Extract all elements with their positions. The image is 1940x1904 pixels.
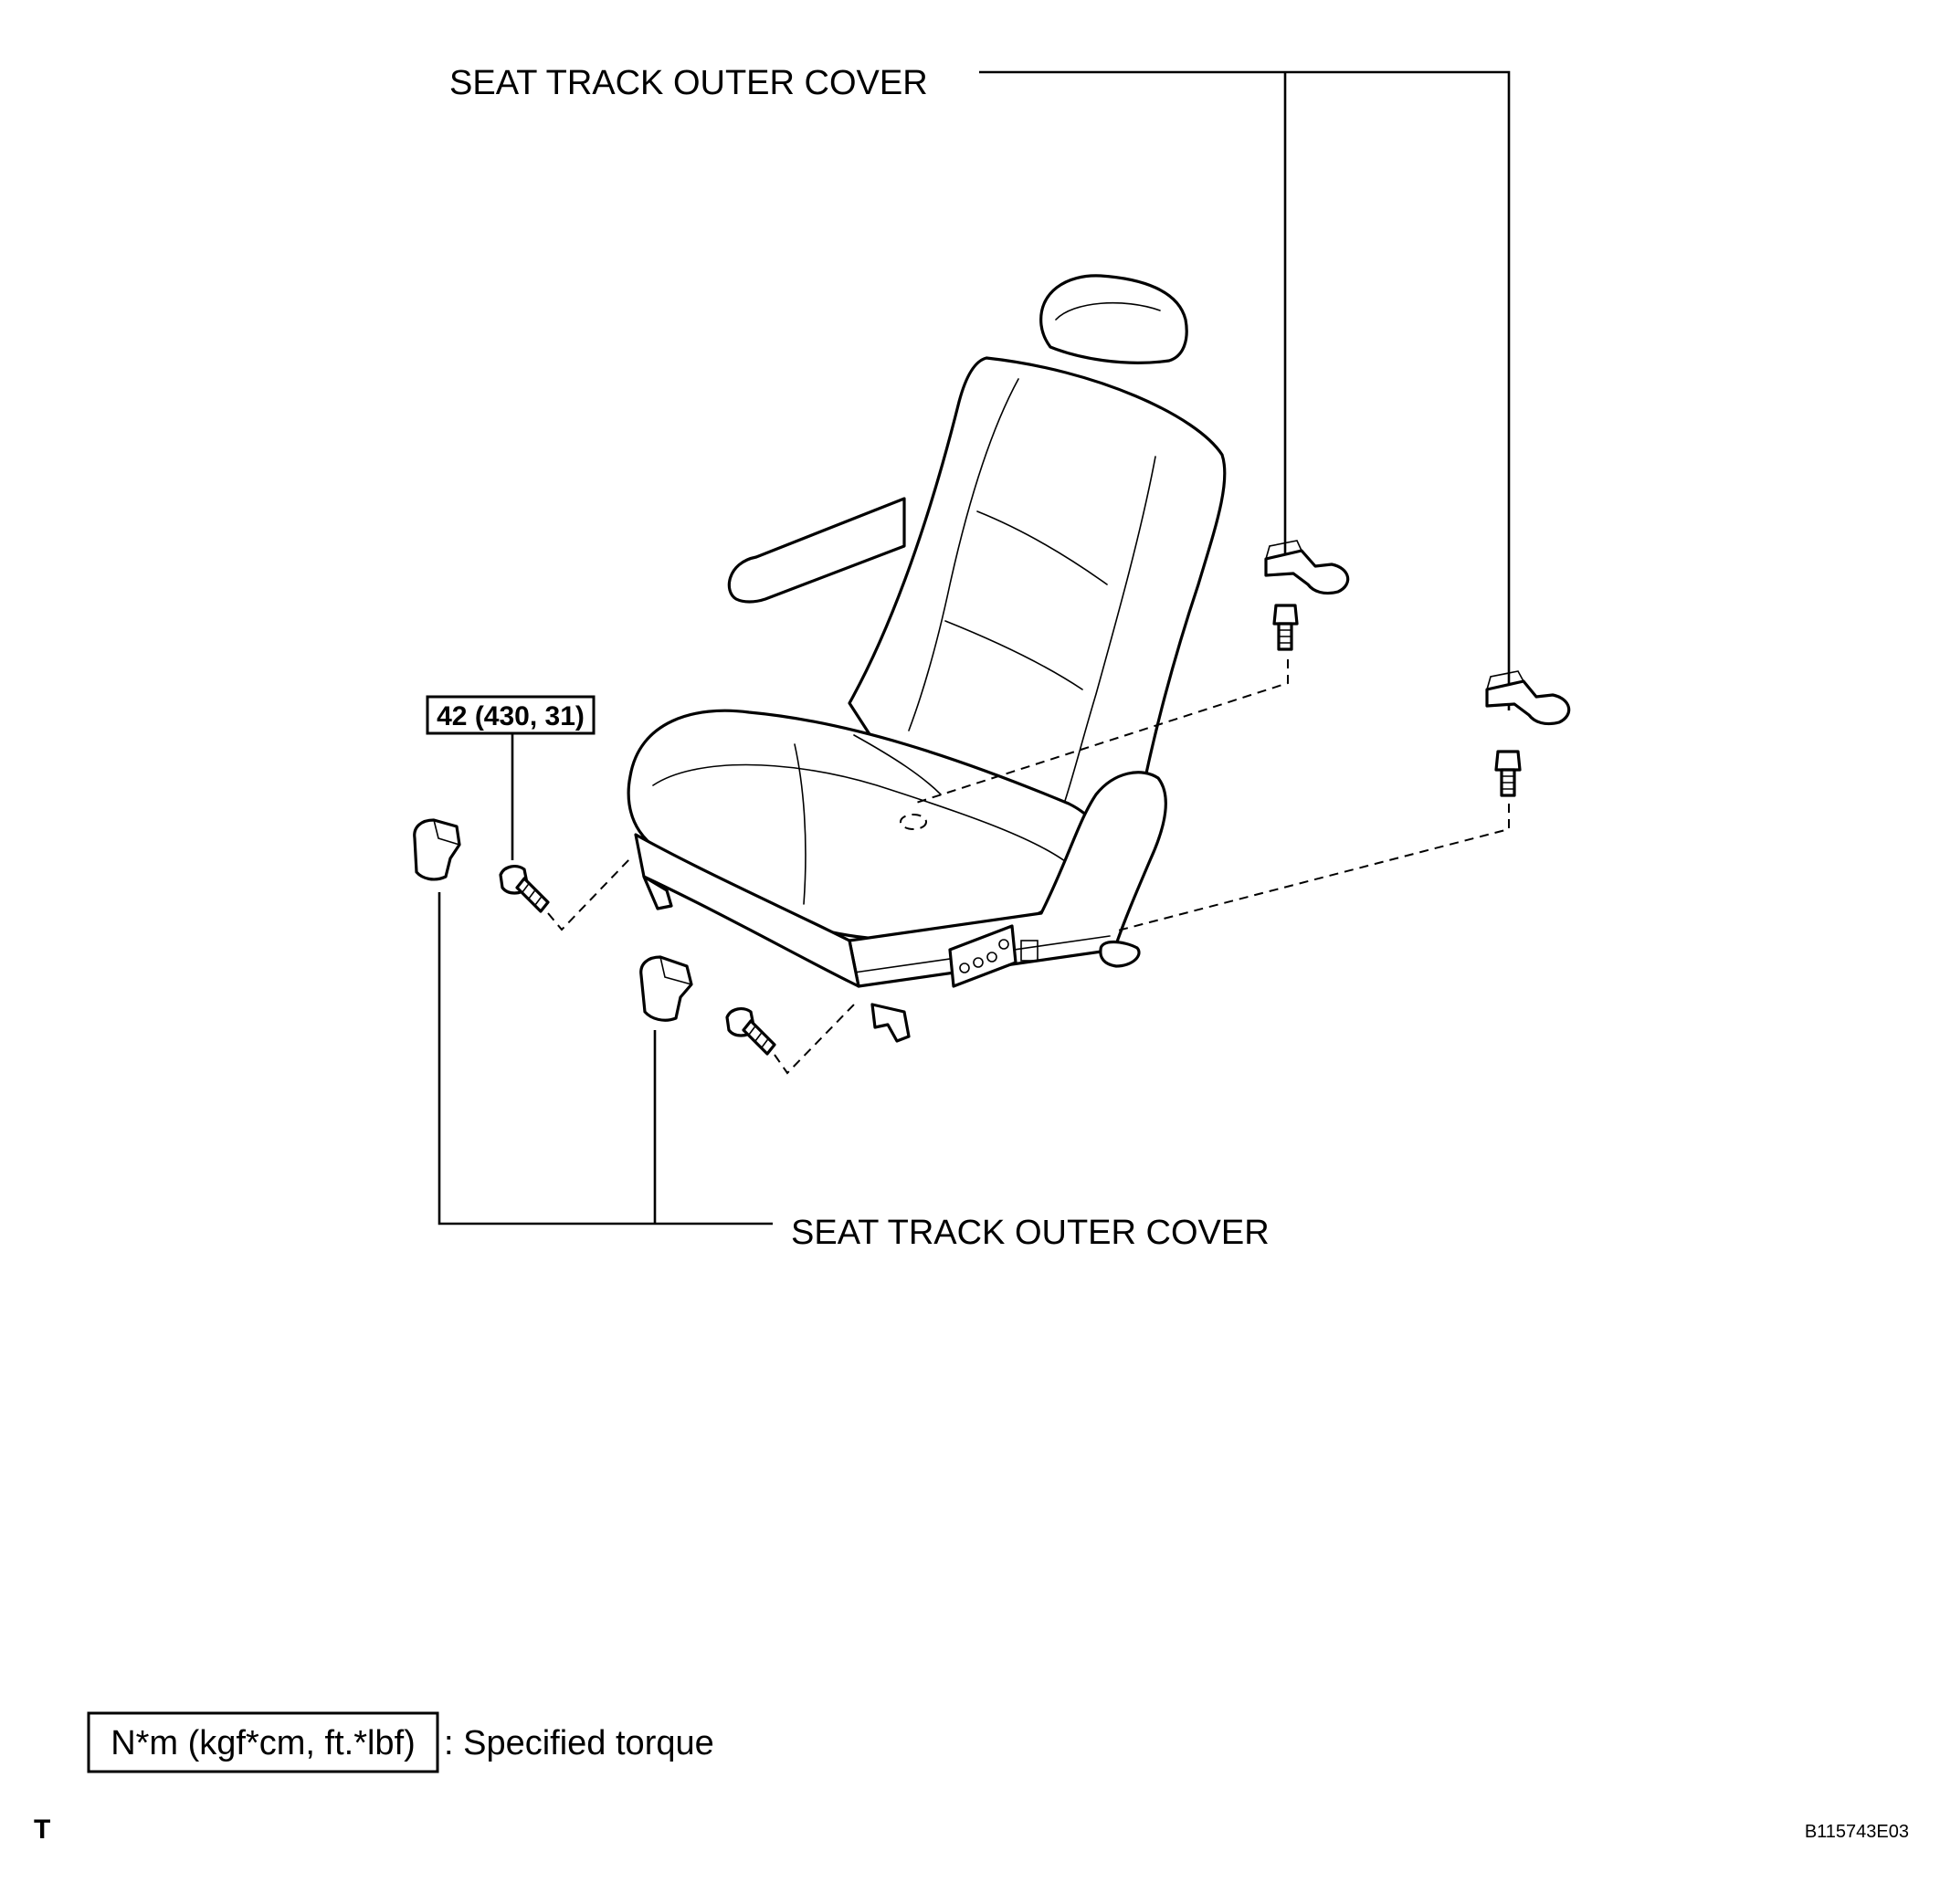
seat-side-trim — [848, 771, 1168, 988]
bolt-upper-right — [1494, 750, 1522, 797]
power-seat-switch — [948, 924, 1039, 988]
installation-dashed-lines — [547, 659, 1510, 1075]
bolt-upper-left — [1272, 604, 1299, 651]
bolt-left-torque — [499, 865, 550, 913]
torque-legend: N*m (kgf*cm, ft.*lbf) : Specified torque — [87, 1711, 714, 1773]
bottom-callout-leader-lines — [438, 892, 773, 1226]
seat-track-outer-cover-lower-left — [413, 818, 461, 881]
track-foot-rear-left — [642, 875, 673, 910]
track-foot-front-left — [870, 1003, 911, 1043]
track-foot-rear-right — [1099, 940, 1141, 968]
seat-base-frame — [634, 833, 860, 988]
torque-spec-value: 42 (430, 31) — [437, 701, 585, 731]
armrest — [727, 497, 906, 604]
seat-track-outer-cover-upper-right — [1485, 670, 1571, 726]
seatback-center-panel — [908, 378, 1019, 731]
corner-mark: T — [34, 1815, 50, 1845]
figure-code: B115743E03 — [1805, 1822, 1909, 1842]
top-callout-leader-lines — [979, 70, 1511, 710]
bolt-front — [725, 1007, 776, 1056]
torque-spec-callout: 42 (430, 31) — [426, 695, 596, 860]
seat-track-outer-cover-upper-left — [1264, 540, 1350, 595]
top-callout-label: SEAT TRACK OUTER COVER — [449, 64, 928, 102]
seat-track-outer-cover-lower-mid — [639, 955, 693, 1022]
headrest — [1039, 274, 1188, 364]
legend-description: : Specified torque — [444, 1724, 714, 1762]
bottom-callout-label: SEAT TRACK OUTER COVER — [791, 1214, 1270, 1252]
legend-unit-box: N*m (kgf*cm, ft.*lbf) — [111, 1724, 416, 1762]
